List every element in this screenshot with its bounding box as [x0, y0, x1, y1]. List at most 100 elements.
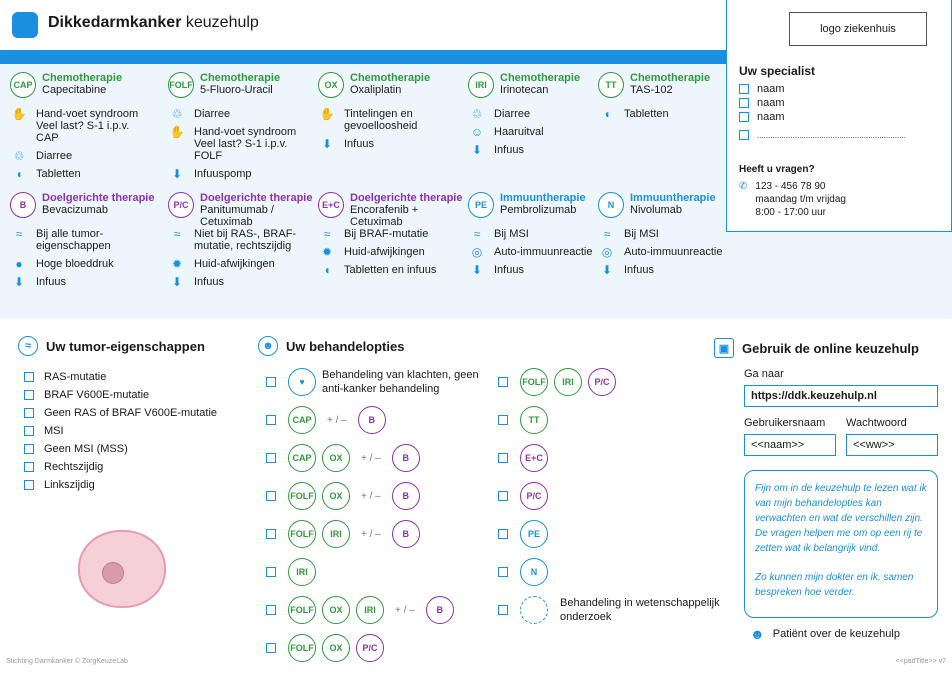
treatment-option[interactable]: CAP+ / –B	[266, 406, 386, 434]
checkbox[interactable]	[498, 491, 508, 501]
checkbox[interactable]	[24, 372, 34, 382]
url-field[interactable]: https://ddk.keuzehulp.nl	[744, 385, 938, 407]
side-effect: ⬇Infuus	[468, 144, 593, 156]
checkbox[interactable]	[739, 84, 749, 94]
checkbox[interactable]	[498, 567, 508, 577]
tumor-option[interactable]: Linkszijdig	[24, 476, 217, 494]
side-effect: ◖Tabletten	[10, 168, 155, 180]
med-name: Oxaliplatin	[350, 84, 402, 96]
tumor-option[interactable]: Rechtszijdig	[24, 458, 217, 476]
checkbox[interactable]	[498, 377, 508, 387]
checkbox[interactable]	[266, 567, 276, 577]
iv-icon: ⬇	[321, 137, 333, 151]
treatment-option[interactable]: TT	[498, 406, 548, 434]
iv-icon: ⬇	[471, 143, 483, 157]
checkbox[interactable]	[739, 98, 749, 108]
dna-icon: ≈	[173, 227, 181, 241]
tumor-option[interactable]: BRAF V600E-mutatie	[24, 386, 217, 404]
drop-icon: ●	[15, 257, 23, 271]
pill-icon: ◖	[603, 107, 611, 121]
checkbox[interactable]	[266, 415, 276, 425]
checkbox[interactable]	[24, 390, 34, 400]
toilet-icon: ♲	[471, 107, 483, 121]
checkbox[interactable]	[24, 480, 34, 490]
checkbox[interactable]	[498, 529, 508, 539]
iv-icon: ⬇	[601, 263, 613, 277]
side-effect: ♲Diarree	[468, 108, 593, 120]
checkbox[interactable]	[266, 643, 276, 653]
med-badge: CAP	[10, 72, 36, 98]
checkbox[interactable]	[24, 426, 34, 436]
med-type: Chemotherapie	[42, 72, 123, 84]
option-badge: CAP	[288, 406, 316, 434]
treatment-option[interactable]: IRI	[266, 558, 316, 586]
checkbox[interactable]	[266, 377, 276, 387]
checkbox[interactable]	[266, 605, 276, 615]
treatment-option-care[interactable]: ♥Behandeling van klachten, geen anti-kan…	[266, 368, 492, 396]
password-label: Wachtwoord	[846, 417, 907, 429]
checkbox[interactable]	[24, 408, 34, 418]
med-badge: N	[598, 192, 624, 218]
dna-icon: ≈	[473, 227, 481, 241]
checkbox[interactable]	[498, 453, 508, 463]
option-badge: PE	[520, 520, 548, 548]
username-field[interactable]: <<naam>>	[744, 434, 836, 456]
option-badge: FOLF	[288, 482, 316, 510]
checkbox[interactable]	[739, 130, 749, 140]
option-badge: P/C	[588, 368, 616, 396]
treatment-option-research[interactable]: Behandeling in wetenschappelijk onderzoe…	[498, 596, 720, 624]
cell-illustration	[78, 530, 166, 608]
treatment-option[interactable]: N	[498, 558, 548, 586]
checkbox[interactable]	[498, 415, 508, 425]
specialist-row[interactable]: naam	[739, 83, 785, 95]
tumor-option[interactable]: Geen MSI (MSS)	[24, 440, 217, 458]
med-name: Nivolumab	[630, 204, 682, 216]
option-badge: B	[357, 406, 386, 434]
specialist-row[interactable]: naam	[739, 97, 785, 109]
option-badge: IRI	[288, 558, 316, 586]
treatment-option[interactable]: E+C	[498, 444, 548, 472]
side-effect: ⬇Infuus	[318, 138, 463, 150]
treatment-option[interactable]: P/C	[498, 482, 548, 510]
tumor-option[interactable]: MSI	[24, 422, 217, 440]
hands-heart-icon: ♥	[288, 368, 316, 396]
checkbox[interactable]	[498, 605, 508, 615]
checkbox[interactable]	[266, 453, 276, 463]
checkbox[interactable]	[24, 444, 34, 454]
med-type: Doelgerichte therapie	[350, 192, 463, 204]
side-effect: ✋Tintelingen en gevoelloosheid	[319, 107, 418, 132]
tumor-option[interactable]: Geen RAS of BRAF V600E-mutatie	[24, 404, 217, 422]
specialist-row[interactable]: ........................................…	[739, 130, 906, 140]
checkbox[interactable]	[266, 529, 276, 539]
nucleus	[102, 562, 124, 584]
checkbox[interactable]	[739, 112, 749, 122]
med-name: Encorafenib + Cetuximab	[350, 204, 419, 228]
med-name: Irinotecan	[500, 84, 549, 96]
option-badge: B	[391, 520, 420, 548]
plus-minus: + / –	[361, 452, 381, 464]
med-badge: P/C	[168, 192, 194, 218]
med-type: Chemotherapie	[630, 72, 711, 84]
checkbox[interactable]	[24, 462, 34, 472]
option-badge: OX	[322, 634, 350, 662]
specialist-row[interactable]: naam	[739, 111, 785, 123]
option-badge: FOLF	[288, 596, 316, 624]
option-badge: P/C	[356, 634, 384, 662]
skin-icon: ✹	[171, 257, 183, 271]
password-field[interactable]: <<ww>>	[846, 434, 938, 456]
side-effect: ≈Niet bij RAS-, BRAF-mutatie, rechtszijd…	[168, 228, 313, 252]
tumor-option[interactable]: RAS-mutatie	[24, 368, 217, 386]
treatment-option[interactable]: PE	[498, 520, 548, 548]
checkbox[interactable]	[266, 491, 276, 501]
side-effect: ≈Bij BRAF-mutatie	[318, 228, 463, 240]
options-section-title: ☻Uw behandelopties	[258, 336, 404, 356]
